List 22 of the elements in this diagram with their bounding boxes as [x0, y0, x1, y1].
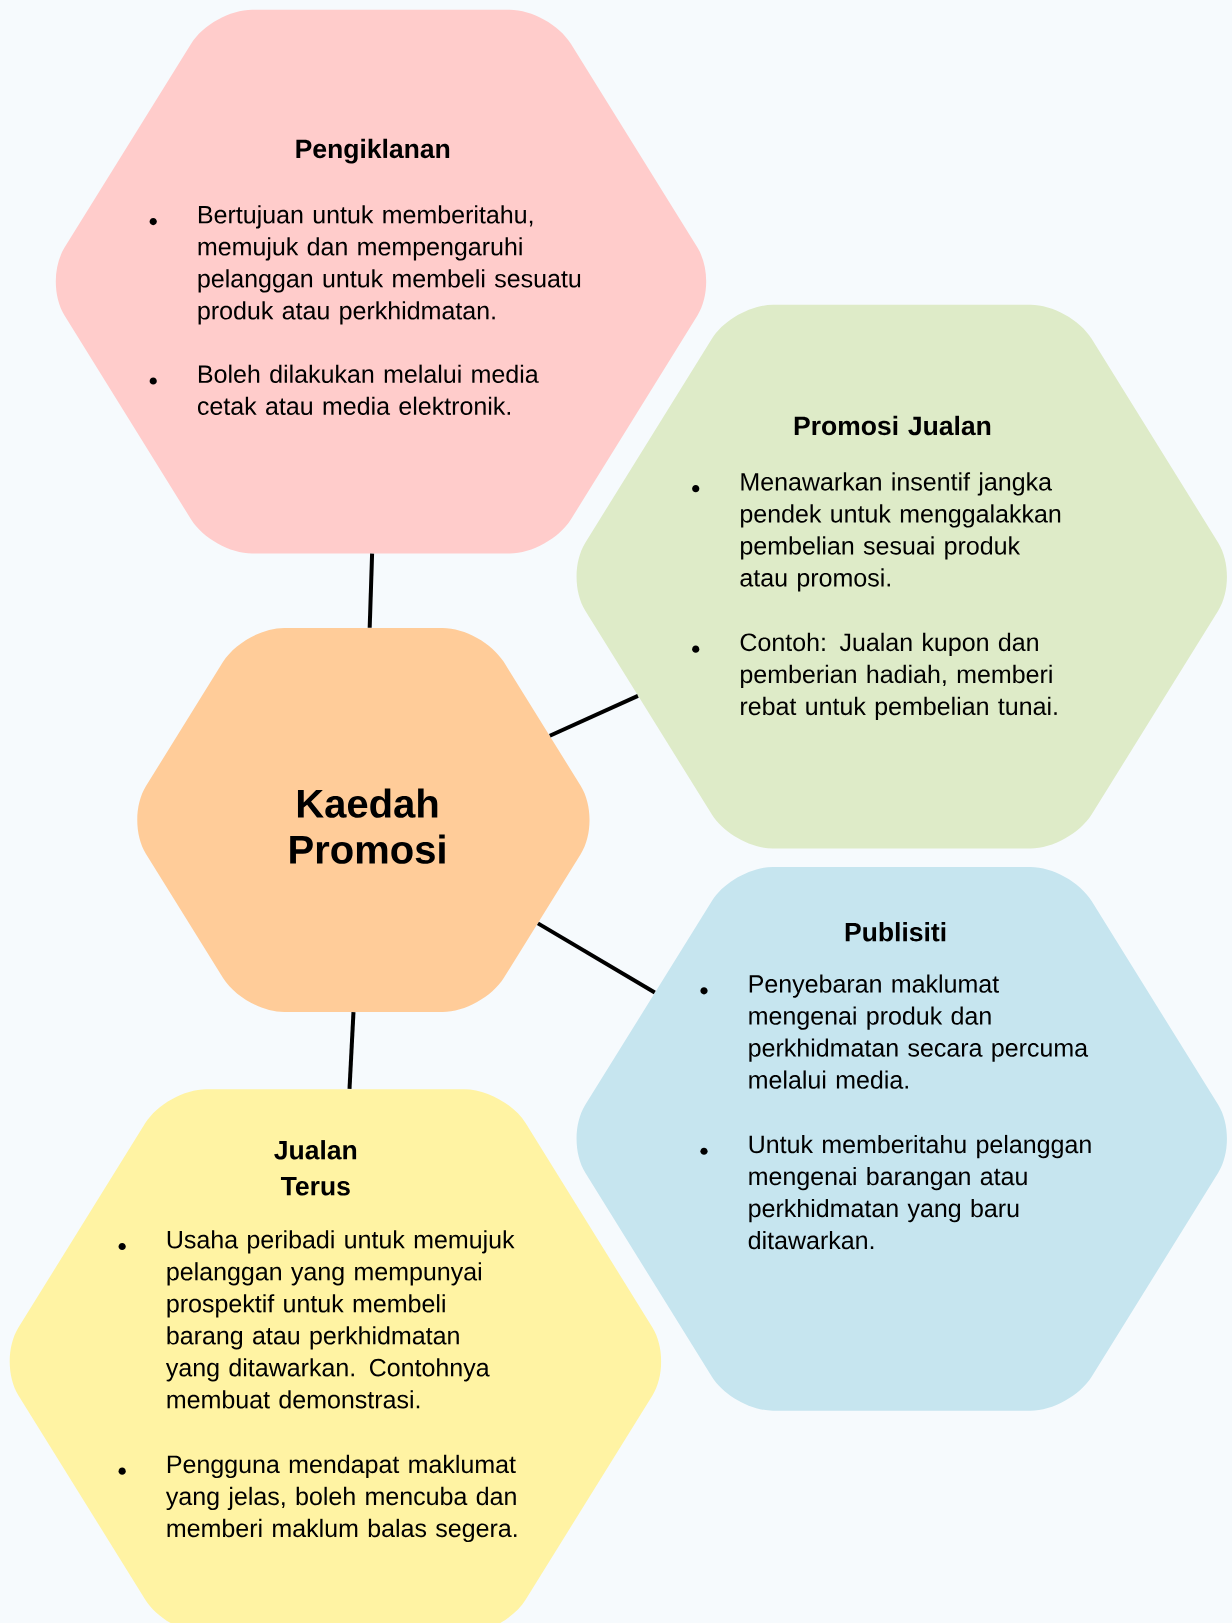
bullet-text: Menawarkan insentif jangka pendek untuk menggalakkan pembelian sesuai produk atau promosi.: [740, 472, 1061, 592]
bullet-text: Contoh: Jualan kupon dan pemberian hadiah, memberi rebat untuk pembelian tunai.: [740, 632, 1057, 721]
bullet-text: Pengguna mendapat maklumat yang jelas, boleh mencuba dan memberi maklum balas segera.: [165, 1454, 517, 1543]
heading: Publisiti: [845, 922, 946, 942]
heading: Promosi Jualan: [794, 415, 991, 436]
connector-line: [536, 921, 656, 995]
connector-line: [347, 1012, 356, 1090]
hexagon: [55, 9, 707, 554]
bullet-text: Bertujuan untuk memberitahu, memujuk dan mempengaruhi pelanggan untuk membeli sesuatu produk atau perkhidmatan.: [198, 205, 581, 325]
connector-line: [367, 553, 375, 628]
bullet-text: Untuk memberitahu pelanggan mengenai barangan atau perkhidmatan yang baru ditawarkan.: [748, 1134, 1091, 1250]
connector-line: [549, 694, 639, 738]
bullet-text: Usaha peribadi untuk memujuk pelanggan yang mempunyai prospektif untuk membeli barang atau perkhidmatan yang ditawarkan. Contohnya membuat demonstrasi.: [165, 1230, 515, 1409]
hexagon: [137, 627, 590, 1013]
hexagon: [9, 1089, 662, 1623]
heading: Pengiklanan: [296, 138, 450, 164]
heading: Jualan Terus: [274, 1140, 357, 1196]
hexagon: [576, 304, 1227, 849]
bullet-text: Penyebaran maklumat mengenai produk dan perkhidmatan secara percuma melalui media.: [749, 974, 1089, 1089]
heading: Kaedah Promosi: [290, 788, 445, 864]
hexagon: [576, 867, 1227, 1411]
bullet-text: Boleh dilakukan melalui media cetak atau media elektronik.: [198, 364, 539, 415]
